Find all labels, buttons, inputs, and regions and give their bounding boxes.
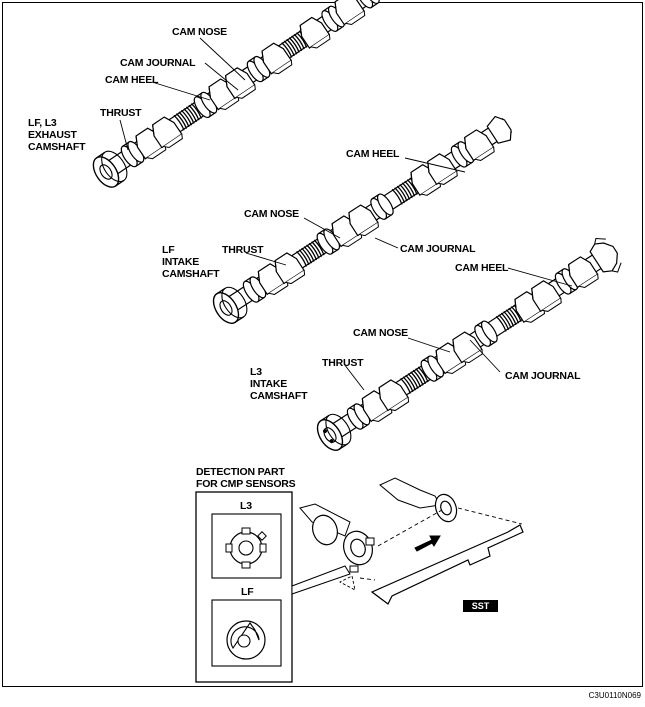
leader-lines [119, 37, 573, 391]
figure-frame [2, 2, 643, 687]
label-thrust-2: THRUST [222, 244, 264, 256]
label-l3-intake-camshaft: L3 INTAKE CAMSHAFT [250, 366, 308, 402]
label-detail-l3: L3 [240, 500, 252, 512]
label-cam-journal-1: CAM JOURNAL [120, 57, 196, 69]
label-cam-journal-3: CAM JOURNAL [505, 370, 581, 382]
label-cam-nose-3: CAM NOSE [353, 327, 408, 339]
figure-code: C3U0110N069 [588, 691, 641, 700]
label-lf-intake-camshaft: LF INTAKE CAMSHAFT [162, 244, 220, 280]
lf-intake-camshaft [207, 115, 513, 329]
label-cam-heel-2: CAM HEEL [346, 148, 400, 160]
exhaust-camshaft [87, 0, 385, 193]
l3-intake-camshaft [311, 237, 622, 456]
label-cam-nose-2: CAM NOSE [244, 208, 299, 220]
label-cam-heel-1: CAM HEEL [105, 74, 159, 86]
label-thrust-3: THRUST [322, 357, 364, 369]
sst-assembly [299, 477, 524, 605]
label-detection-part: DETECTION PART FOR CMP SENSORS [196, 466, 296, 490]
label-cam-journal-2: CAM JOURNAL [400, 243, 476, 255]
label-cam-nose-1: CAM NOSE [172, 26, 227, 38]
label-cam-heel-3: CAM HEEL [455, 262, 509, 274]
label-detail-lf: LF [241, 586, 254, 598]
detection-detail [195, 491, 351, 683]
label-exhaust-camshaft: LF, L3 EXHAUST CAMSHAFT [28, 117, 86, 153]
label-thrust-1: THRUST [100, 107, 142, 119]
sst-badge: SST [463, 600, 498, 612]
